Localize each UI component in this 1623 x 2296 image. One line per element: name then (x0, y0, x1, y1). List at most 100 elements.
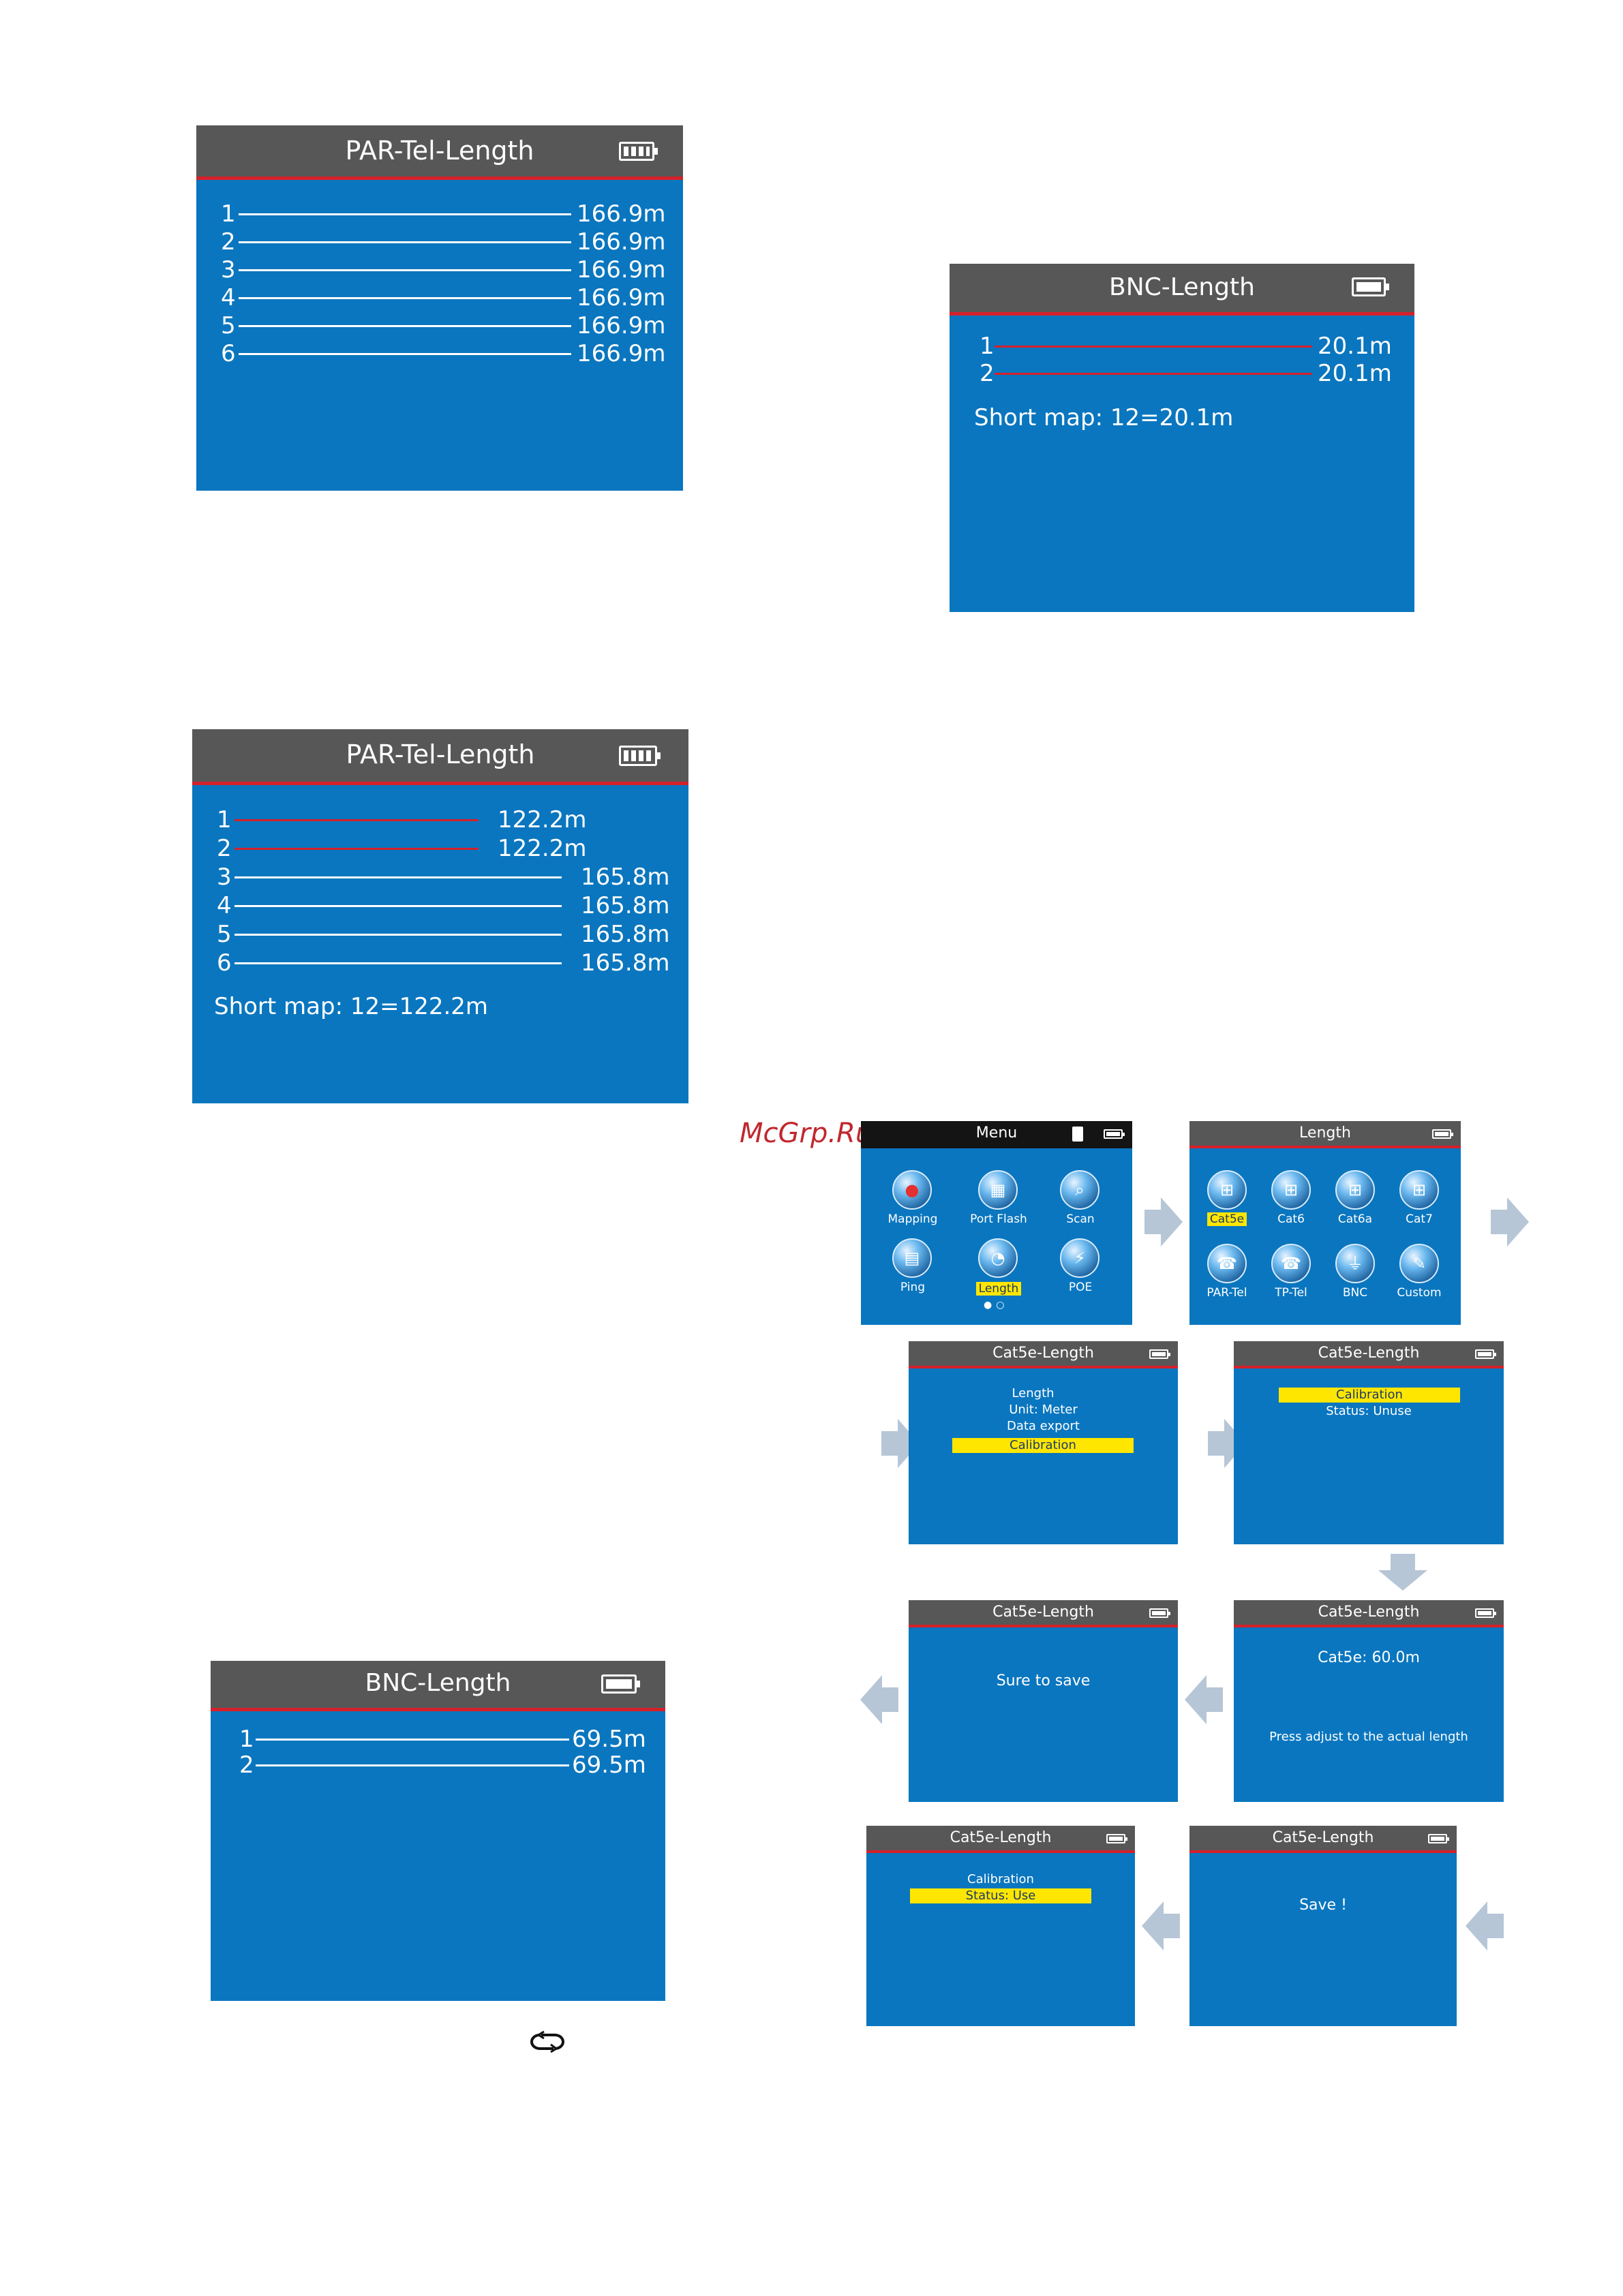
battery-icon (1428, 1834, 1449, 1843)
length-value: 20.1m (1318, 360, 1392, 387)
type-item-cat6a[interactable]: Cat6a (1337, 1212, 1373, 1226)
port-flash-icon[interactable]: ▦ (978, 1170, 1018, 1210)
par-tel-icon[interactable]: ☎ (1207, 1244, 1247, 1283)
calibration-label: Calibration (967, 1872, 1034, 1886)
bnc-length-screen: BNC-Length 1 69.5m 2 69.5m (211, 1661, 665, 2001)
length-value: 122.2m (498, 835, 587, 862)
option-unit[interactable]: Unit: Meter (1009, 1403, 1078, 1417)
type-item-bnc[interactable]: BNC (1342, 1286, 1368, 1300)
pair-row-5: 5 165.8m (192, 921, 688, 948)
wire-line (239, 325, 571, 327)
type-item-cat5e[interactable]: Cat5e (1189, 1212, 1264, 1226)
pair-row-5: 5 166.9m (196, 312, 683, 339)
measured-length-text: Cat5e: 60.0m (1318, 1649, 1420, 1666)
wire-line-short (995, 346, 1312, 348)
type-item-cat7[interactable]: Cat7 (1406, 1212, 1433, 1226)
mini-header: Cat5e-Length (1189, 1826, 1457, 1853)
pair-number: 3 (217, 863, 232, 891)
battery-icon (1149, 1608, 1170, 1618)
length-value: 20.1m (1318, 333, 1392, 360)
pair-number: 2 (221, 228, 236, 256)
custom-icon[interactable]: ✎ (1399, 1244, 1439, 1283)
battery-icon (1106, 1834, 1127, 1843)
calibration-done-screen: Cat5e-Length Calibration Status: Use (866, 1826, 1135, 2026)
short-map-text: Short map: 12=20.1m (974, 404, 1234, 431)
pair-number: 6 (221, 340, 236, 367)
cat7-icon[interactable]: ⊞ (1399, 1170, 1439, 1210)
arrow-right-icon (1491, 1197, 1529, 1246)
pair-number: 1 (221, 200, 236, 228)
page-indicator: ●○ (984, 1300, 1009, 1311)
menu-item-mapping[interactable]: Mapping (888, 1212, 938, 1226)
option-calibration[interactable]: Calibration (952, 1438, 1134, 1453)
type-item-tp-tel[interactable]: TP-Tel (1275, 1286, 1307, 1300)
length-value: 166.9m (577, 228, 666, 256)
menu-item-length-label: Length (975, 1282, 1022, 1296)
battery-icon (1475, 1349, 1496, 1359)
mini-header: Cat5e-Length (1234, 1600, 1504, 1627)
calibration-selected[interactable]: Calibration (1279, 1388, 1460, 1403)
type-item-custom[interactable]: Custom (1397, 1286, 1442, 1300)
arrow-right-icon (1144, 1197, 1183, 1246)
pair-row-4: 4 165.8m (192, 892, 688, 919)
scan-icon[interactable]: ⌕ (1060, 1170, 1099, 1210)
length-value: 165.8m (581, 892, 670, 919)
cycle-icon (530, 2030, 564, 2053)
type-item-par-tel[interactable]: PAR-Tel (1207, 1286, 1247, 1300)
cat6-icon[interactable]: ⊞ (1271, 1170, 1311, 1210)
ping-icon[interactable]: ▤ (892, 1238, 932, 1278)
mini-header: Cat5e-Length (909, 1600, 1178, 1627)
pair-row-3: 3 165.8m (192, 863, 688, 891)
option-length[interactable]: Length (1012, 1386, 1055, 1400)
adjust-hint-text: Press adjust to the actual length (1269, 1730, 1468, 1744)
battery-icon (1432, 1129, 1453, 1139)
menu-item-port-flash[interactable]: Port Flash (970, 1212, 1027, 1226)
pair-row-1: 1 166.9m (196, 200, 683, 228)
mini-title: Cat5e-Length (1318, 1604, 1420, 1621)
mini-title: Cat5e-Length (1318, 1345, 1420, 1362)
cat6a-icon[interactable]: ⊞ (1335, 1170, 1375, 1210)
length-icon[interactable]: ◔ (978, 1238, 1018, 1278)
length-value: 166.9m (577, 312, 666, 339)
length-value: 166.9m (577, 284, 666, 311)
menu-item-ping[interactable]: Ping (900, 1281, 926, 1294)
type-item-cat5e-label: Cat5e (1207, 1212, 1247, 1226)
bnc-icon[interactable]: ⏚ (1335, 1244, 1375, 1283)
calibration-status-use: Status: Use (910, 1888, 1091, 1903)
pair-number: 1 (217, 806, 232, 833)
length-value: 166.9m (577, 340, 666, 367)
menu-item-poe[interactable]: POE (1068, 1281, 1093, 1294)
screen-title: BNC-Length (365, 1669, 511, 1697)
pair-row-1: 1 69.5m (211, 1726, 665, 1753)
mini-title: Length (1299, 1124, 1351, 1142)
bnc-length-screen-short: BNC-Length 1 20.1m 2 20.1m Short map: 12… (950, 264, 1414, 612)
cat5e-icon[interactable]: ⊞ (1207, 1170, 1247, 1210)
adjust-length-screen: Cat5e-Length Cat5e: 60.0m Press adjust t… (1234, 1600, 1504, 1802)
pair-row-3: 3 166.9m (196, 256, 683, 284)
calibration-status: Status: Unuse (1326, 1404, 1412, 1418)
screen-title: PAR-Tel-Length (346, 739, 535, 769)
type-item-cat6[interactable]: Cat6 (1277, 1212, 1305, 1226)
length-value: 166.9m (577, 200, 666, 228)
screen-header: PAR-Tel-Length (192, 729, 688, 785)
battery-icon (601, 1674, 640, 1694)
mini-header: Length (1189, 1121, 1461, 1148)
battery-icon (1352, 277, 1389, 296)
menu-item-scan[interactable]: Scan (1066, 1212, 1095, 1226)
save-screen: Cat5e-Length Save ! (1189, 1826, 1457, 2026)
par-tel-length-screen-1: PAR-Tel-Length 1 166.9m 2 166.9m 3 166.9… (196, 125, 683, 491)
menu-item-length[interactable]: Length (961, 1282, 1036, 1296)
option-data-export[interactable]: Data export (1006, 1419, 1080, 1433)
battery-icon (1149, 1349, 1170, 1359)
pair-row-6: 6 166.9m (196, 340, 683, 367)
arrow-left-icon (1142, 1901, 1180, 1950)
wire-line (239, 297, 571, 299)
poe-icon[interactable]: ⚡ (1060, 1238, 1099, 1278)
tp-tel-icon[interactable]: ☎ (1271, 1244, 1311, 1283)
screen-title: PAR-Tel-Length (345, 136, 534, 166)
mapping-icon[interactable]: ● (892, 1170, 932, 1210)
par-tel-length-screen-short: PAR-Tel-Length 1 122.2m 2 122.2m 3 165.8… (192, 729, 688, 1103)
wire-line (234, 934, 562, 936)
pair-number: 2 (980, 360, 995, 387)
mini-title: Cat5e-Length (1272, 1829, 1374, 1846)
